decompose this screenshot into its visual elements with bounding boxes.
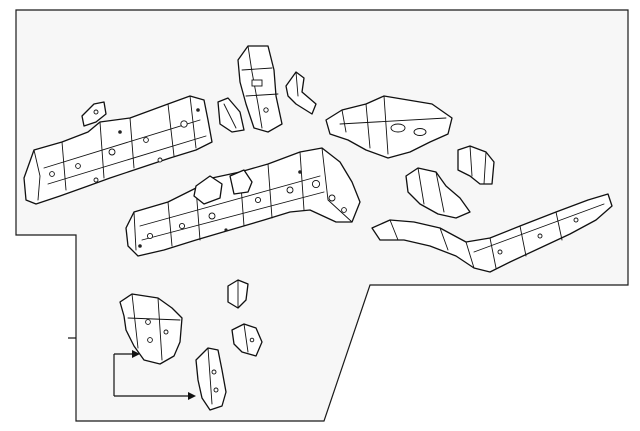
part-upper-apron-bracket-tall[interactable] <box>237 45 283 133</box>
part-small-angle-bracket[interactable] <box>231 323 263 357</box>
part-left-front-side-member[interactable] <box>23 95 213 205</box>
part-lower-box-bracket[interactable] <box>119 293 183 365</box>
part-rear-extension-bracket[interactable] <box>405 167 471 219</box>
part-lower-mount-bracket[interactable] <box>195 347 227 411</box>
part-small-bracket-upper-left[interactable] <box>81 101 107 127</box>
part-small-clip-bracket[interactable] <box>227 279 249 309</box>
part-right-floor-side-member[interactable] <box>371 193 613 273</box>
part-small-channel-bracket[interactable] <box>457 145 495 185</box>
part-dash-panel-reinforcement[interactable] <box>325 95 453 159</box>
part-hook-bracket[interactable] <box>285 71 317 115</box>
callout-leader <box>68 337 196 400</box>
part-right-front-side-member[interactable] <box>125 147 361 257</box>
part-small-gusset[interactable] <box>217 97 245 133</box>
